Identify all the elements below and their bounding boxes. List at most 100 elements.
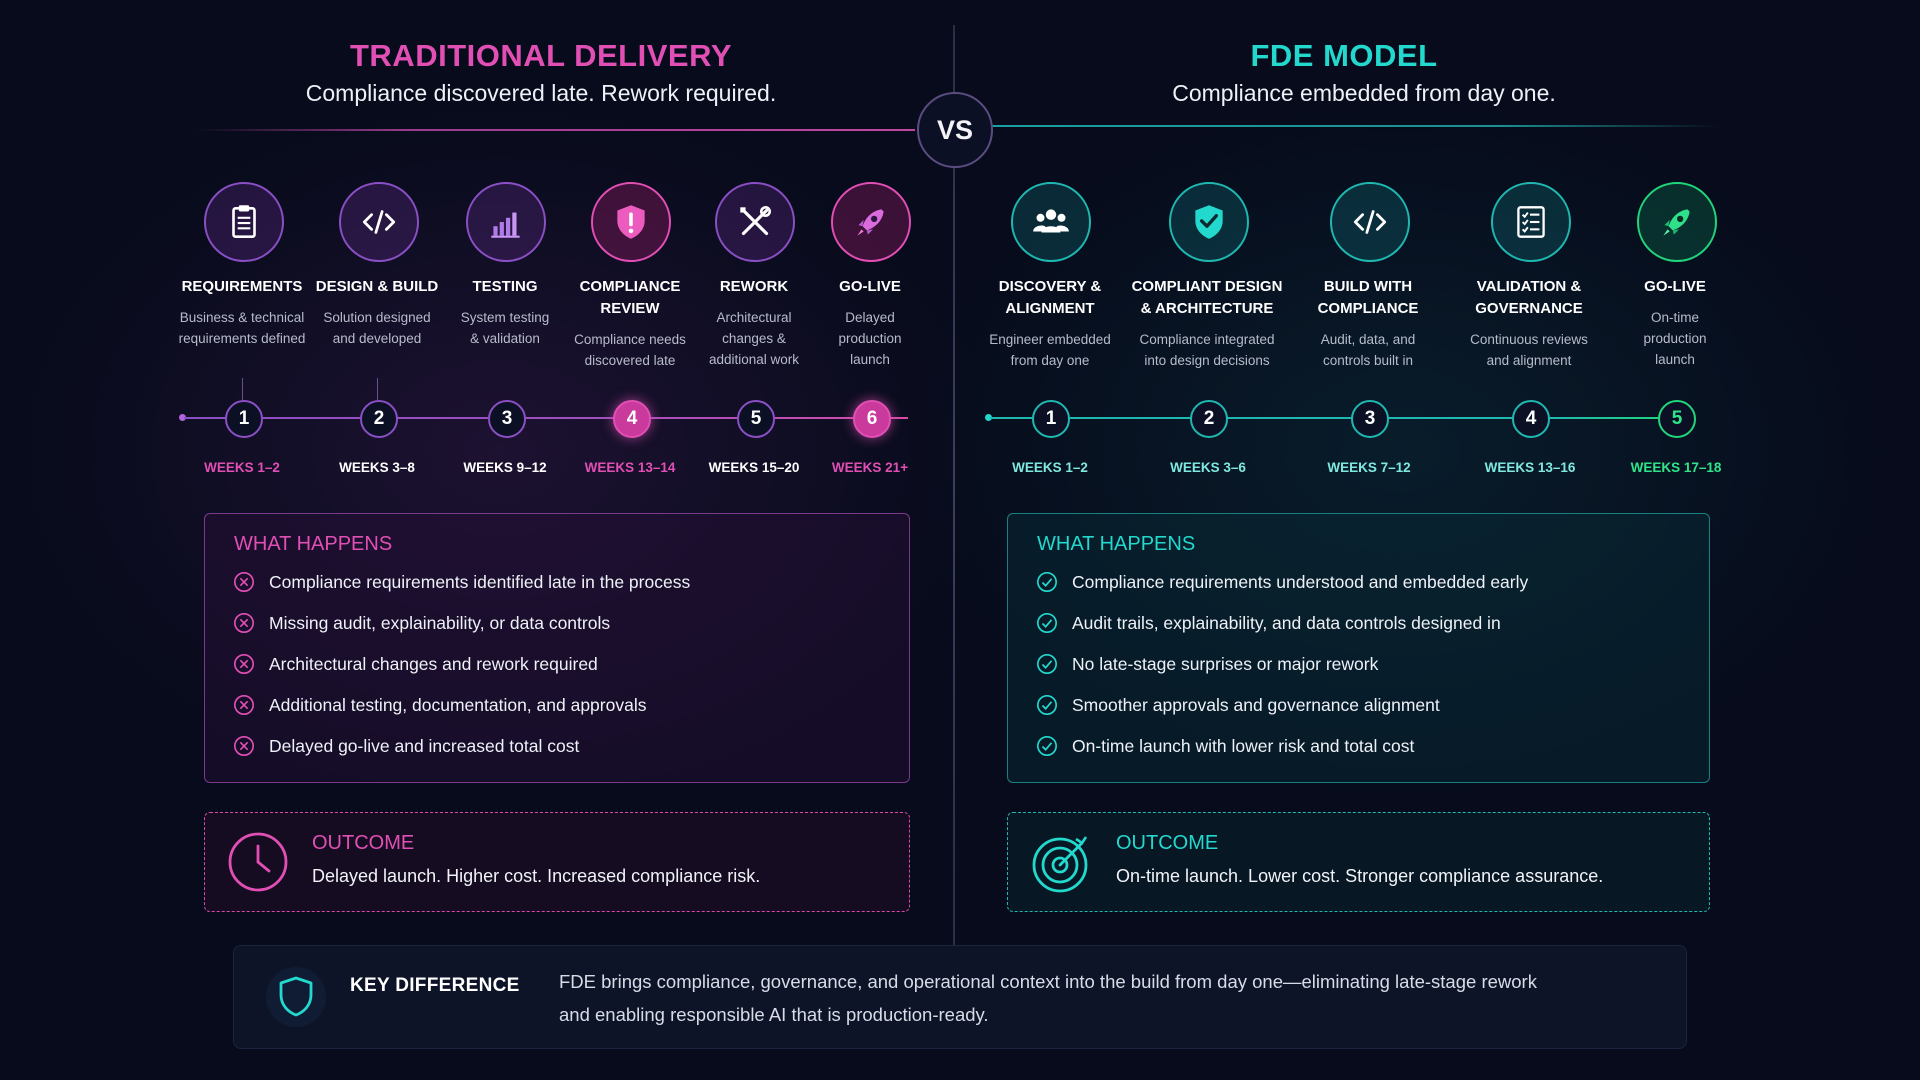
left-week-3: WEEKS 9–12: [463, 460, 547, 475]
list-item: Smoother approvals and governance alignm…: [1036, 694, 1440, 716]
right-node-5: 5: [1658, 400, 1696, 438]
code-icon: [339, 182, 419, 262]
left-node-4: 4: [613, 400, 651, 438]
clock-icon: [228, 832, 288, 892]
right-timeline-line: [990, 417, 1680, 419]
check-circle-icon: [1037, 654, 1057, 674]
key-difference-text: FDE brings compliance, governance, and o…: [559, 971, 1537, 1025]
right-node-2: 2: [1190, 400, 1228, 438]
left-node-6: 6: [853, 400, 891, 438]
code-icon: [1330, 182, 1410, 262]
left-title: TRADITIONAL DELIVERY: [349, 38, 732, 73]
key-difference-heading: KEY DIFFERENCE: [350, 975, 520, 996]
bar-chart-icon: [466, 182, 546, 262]
tools-icon: [715, 182, 795, 262]
shield-check-icon: [1169, 182, 1249, 262]
left-outcome-heading: OUTCOME: [312, 832, 415, 854]
left-subtitle: Compliance discovered late. Rework requi…: [305, 80, 777, 106]
right-node-4: 4: [1512, 400, 1550, 438]
check-circle-icon: [1037, 736, 1057, 756]
vs-badge: VS: [917, 92, 993, 168]
right-week-4: WEEKS 13–16: [1484, 460, 1576, 475]
right-step-5-title: GO-LIVE: [1644, 278, 1706, 295]
left-step-3-title: TESTING: [472, 278, 538, 295]
right-outcome-text: On-time launch. Lower cost. Stronger com…: [1116, 866, 1604, 886]
left-step-2-title: DESIGN & BUILD: [315, 278, 439, 295]
checklist-icon: [1491, 182, 1571, 262]
shield-alert-icon: [591, 182, 671, 262]
left-week-4: WEEKS 13–14: [584, 460, 676, 475]
check-circle-icon: [1037, 572, 1057, 592]
check-circle-icon: [1037, 695, 1057, 715]
list-item: Compliance requirements understood and e…: [1036, 571, 1528, 593]
right-week-3: WEEKS 7–12: [1327, 460, 1411, 475]
right-outcome-box: OUTCOME On-time launch. Lower cost. Stro…: [1007, 812, 1710, 912]
right-timeline-start: [985, 414, 992, 421]
right-week-2: WEEKS 3–6: [1170, 460, 1246, 475]
right-node-3: 3: [1351, 400, 1389, 438]
right-step-2-title: COMPLIANT DESIGN& ARCHITECTURE: [1131, 278, 1283, 317]
left-tick-1: [242, 378, 243, 400]
left-week-5: WEEKS 15–20: [708, 460, 800, 475]
x-circle-icon: [234, 654, 254, 674]
x-circle-icon: [234, 572, 254, 592]
right-week-1: WEEKS 1–2: [1012, 460, 1088, 475]
right-outcome-heading: OUTCOME: [1116, 832, 1219, 854]
left-node-1: 1: [225, 400, 263, 438]
x-circle-icon: [234, 613, 254, 633]
check-circle-icon: [1037, 613, 1057, 633]
list-item: Compliance requirements identified late …: [233, 571, 690, 593]
left-timeline-start: [179, 414, 186, 421]
right-step-1-title: DISCOVERY &ALIGNMENT: [998, 278, 1102, 317]
list-item: Architectural changes and rework require…: [233, 653, 598, 675]
list-item: On-time launch with lower risk and total…: [1036, 735, 1414, 757]
right-node-1: 1: [1032, 400, 1070, 438]
left-outcome-box: OUTCOME Delayed launch. Higher cost. Inc…: [204, 812, 910, 912]
right-subtitle: Compliance embedded from day one.: [1172, 80, 1556, 106]
left-timeline-line: [184, 417, 908, 419]
left-step-1-title: REQUIREMENTS: [181, 278, 303, 295]
rocket-icon: [1637, 182, 1717, 262]
left-what-happens-heading: WHAT HAPPENS: [234, 533, 393, 555]
right-what-happens-heading: WHAT HAPPENS: [1037, 533, 1196, 555]
x-circle-icon: [234, 695, 254, 715]
left-node-5: 5: [737, 400, 775, 438]
right-step-4-title: VALIDATION &GOVERNANCE: [1475, 278, 1583, 317]
left-header-rule: [193, 129, 915, 131]
right-what-happens-box: WHAT HAPPENS Compliance requirements und…: [1007, 513, 1710, 783]
x-circle-icon: [234, 736, 254, 756]
key-difference-box: KEY DIFFERENCE FDE brings compliance, go…: [233, 945, 1687, 1049]
left-step-6-title: GO-LIVE: [839, 278, 901, 295]
left-step-3-desc: System testing& validation: [460, 310, 550, 346]
right-title: FDE MODEL: [1250, 38, 1438, 73]
list-item: No late-stage surprises or major rework: [1036, 653, 1378, 675]
shield-icon: [266, 967, 326, 1027]
left-week-1: WEEKS 1–2: [204, 460, 280, 475]
left-what-happens-box: WHAT HAPPENS Compliance requirements ide…: [204, 513, 910, 783]
left-step-5-title: REWORK: [719, 278, 789, 295]
clipboard-icon: [204, 182, 284, 262]
left-week-6: WEEKS 21+: [831, 460, 909, 475]
target-icon: [1032, 836, 1088, 893]
left-node-3: 3: [488, 400, 526, 438]
list-item: Delayed go-live and increased total cost: [233, 735, 579, 757]
left-tick-2: [377, 378, 378, 400]
list-item: Audit trails, explainability, and data c…: [1036, 612, 1501, 634]
center-divider: [953, 25, 955, 945]
right-week-5: WEEKS 17–18: [1630, 460, 1722, 475]
team-icon: [1011, 182, 1091, 262]
rocket-icon: [831, 182, 911, 262]
right-header-rule: [991, 125, 1721, 127]
